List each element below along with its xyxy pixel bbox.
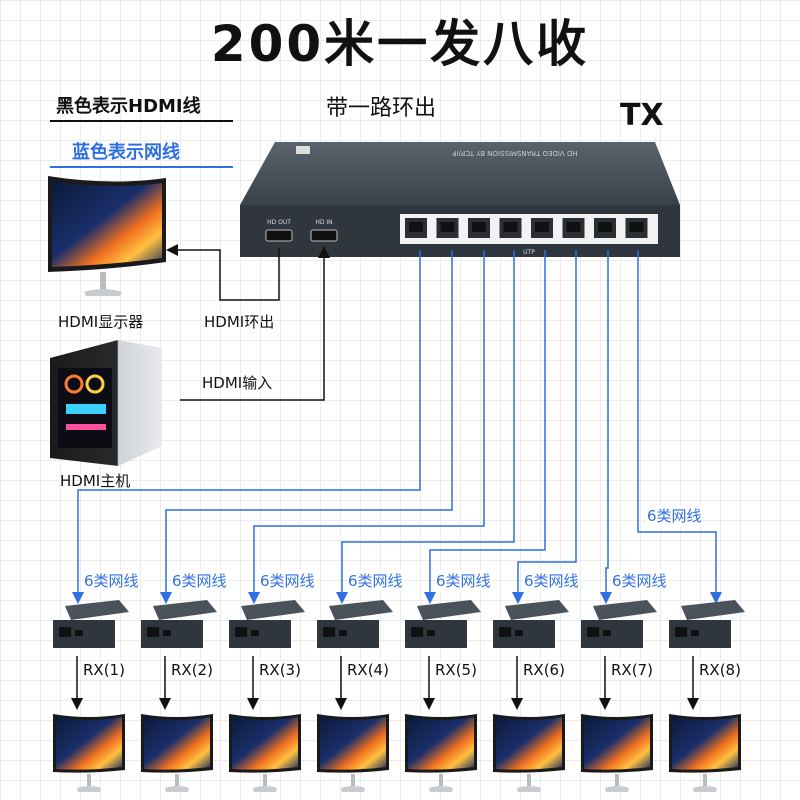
tx-label: TX [620, 98, 664, 133]
cable-type-label: 6类网线 [171, 570, 228, 591]
rx-receiver [669, 600, 745, 648]
hdmi-loop-out-label: HDMI环出 [204, 313, 275, 331]
network-cable-line [160, 250, 453, 604]
page-title: 200米一发八收 [210, 15, 590, 73]
cable-type-label: 6类网线 [259, 570, 316, 591]
rx-label: RX(2) [169, 661, 215, 679]
cable-type-label: 6类网线 [646, 505, 703, 526]
cable-type-label: 6类网线 [347, 570, 404, 591]
cable-type-label: 6类网线 [435, 570, 492, 591]
hdmi-host-pc [50, 340, 162, 466]
rj45-port [531, 218, 553, 238]
tx-transmitter: HD VIDEO TRANSMISSION BY TCP/IP HD OUT H… [240, 142, 680, 257]
rx-monitor [581, 714, 653, 792]
rx-monitor [317, 714, 389, 792]
rx-monitor [493, 714, 565, 792]
rx-receiver [581, 600, 657, 648]
legend-hdmi-underline [50, 120, 233, 122]
network-cables [72, 250, 722, 604]
rx-receiver [141, 600, 217, 648]
rx-monitor [669, 714, 741, 792]
rj45-port [468, 218, 490, 238]
utp-label: UTP [523, 249, 535, 256]
rj45-port [562, 218, 585, 238]
cable-type-label: 6类网线 [523, 570, 580, 591]
rx-monitor [405, 714, 477, 792]
legend-network-line: 蓝色表示网线 [72, 142, 180, 163]
network-cable-line [637, 250, 722, 604]
hdmi-monitor [48, 176, 166, 296]
hdmi-loop-out-line [166, 244, 280, 301]
network-cable-line [600, 250, 612, 604]
rx-receiver [229, 600, 305, 648]
network-cable-line [424, 250, 546, 604]
rx-receiver [405, 600, 481, 648]
rj45-port [405, 218, 427, 238]
hdmi-in-port [310, 229, 338, 242]
rj45-ports [405, 218, 648, 238]
rx-receiver [317, 600, 393, 648]
port-hd-in-label: HD IN [315, 219, 332, 226]
rj45-port [625, 218, 648, 238]
receiver-units [53, 600, 745, 792]
rj45-port [594, 218, 616, 238]
rx-label: RX(4) [345, 661, 391, 679]
port-hd-out-label: HD OUT [267, 219, 291, 226]
network-cable-line [512, 250, 577, 604]
network-cable-line [336, 250, 515, 604]
rx-monitor [229, 714, 301, 792]
rx-label: RX(1) [81, 661, 127, 679]
switch-logo [296, 146, 310, 154]
rx-receiver [53, 600, 129, 648]
cable-type-label: 6类网线 [611, 570, 668, 591]
switch-top-text: HD VIDEO TRANSMISSION BY TCP/IP [452, 149, 577, 157]
hdmi-input-line [180, 246, 330, 401]
rj45-port [499, 218, 522, 238]
rx-label: RX(7) [609, 661, 655, 679]
rx-label: RX(5) [433, 661, 479, 679]
subtitle: 带一路环出 [326, 96, 437, 121]
hdmi-out-port [265, 229, 293, 242]
monitor-label: HDMI显示器 [58, 313, 144, 331]
network-cable-line [72, 250, 421, 604]
rx-label: RX(3) [257, 661, 303, 679]
hdmi-input-label: HDMI输入 [202, 374, 273, 392]
rx-receiver [493, 600, 569, 648]
rx-label: RX(8) [697, 661, 743, 679]
cable-type-label: 6类网线 [83, 570, 140, 591]
network-cable-line [248, 250, 485, 604]
legend-network-underline [50, 166, 233, 168]
rx-monitor [141, 714, 213, 792]
rx-monitor [53, 714, 125, 792]
rx-label: RX(6) [521, 661, 567, 679]
legend-hdmi-line: 黑色表示HDMI线 [56, 96, 201, 117]
host-label: HDMI主机 [60, 472, 131, 490]
rj45-port [436, 218, 459, 238]
switch-top [240, 142, 680, 205]
